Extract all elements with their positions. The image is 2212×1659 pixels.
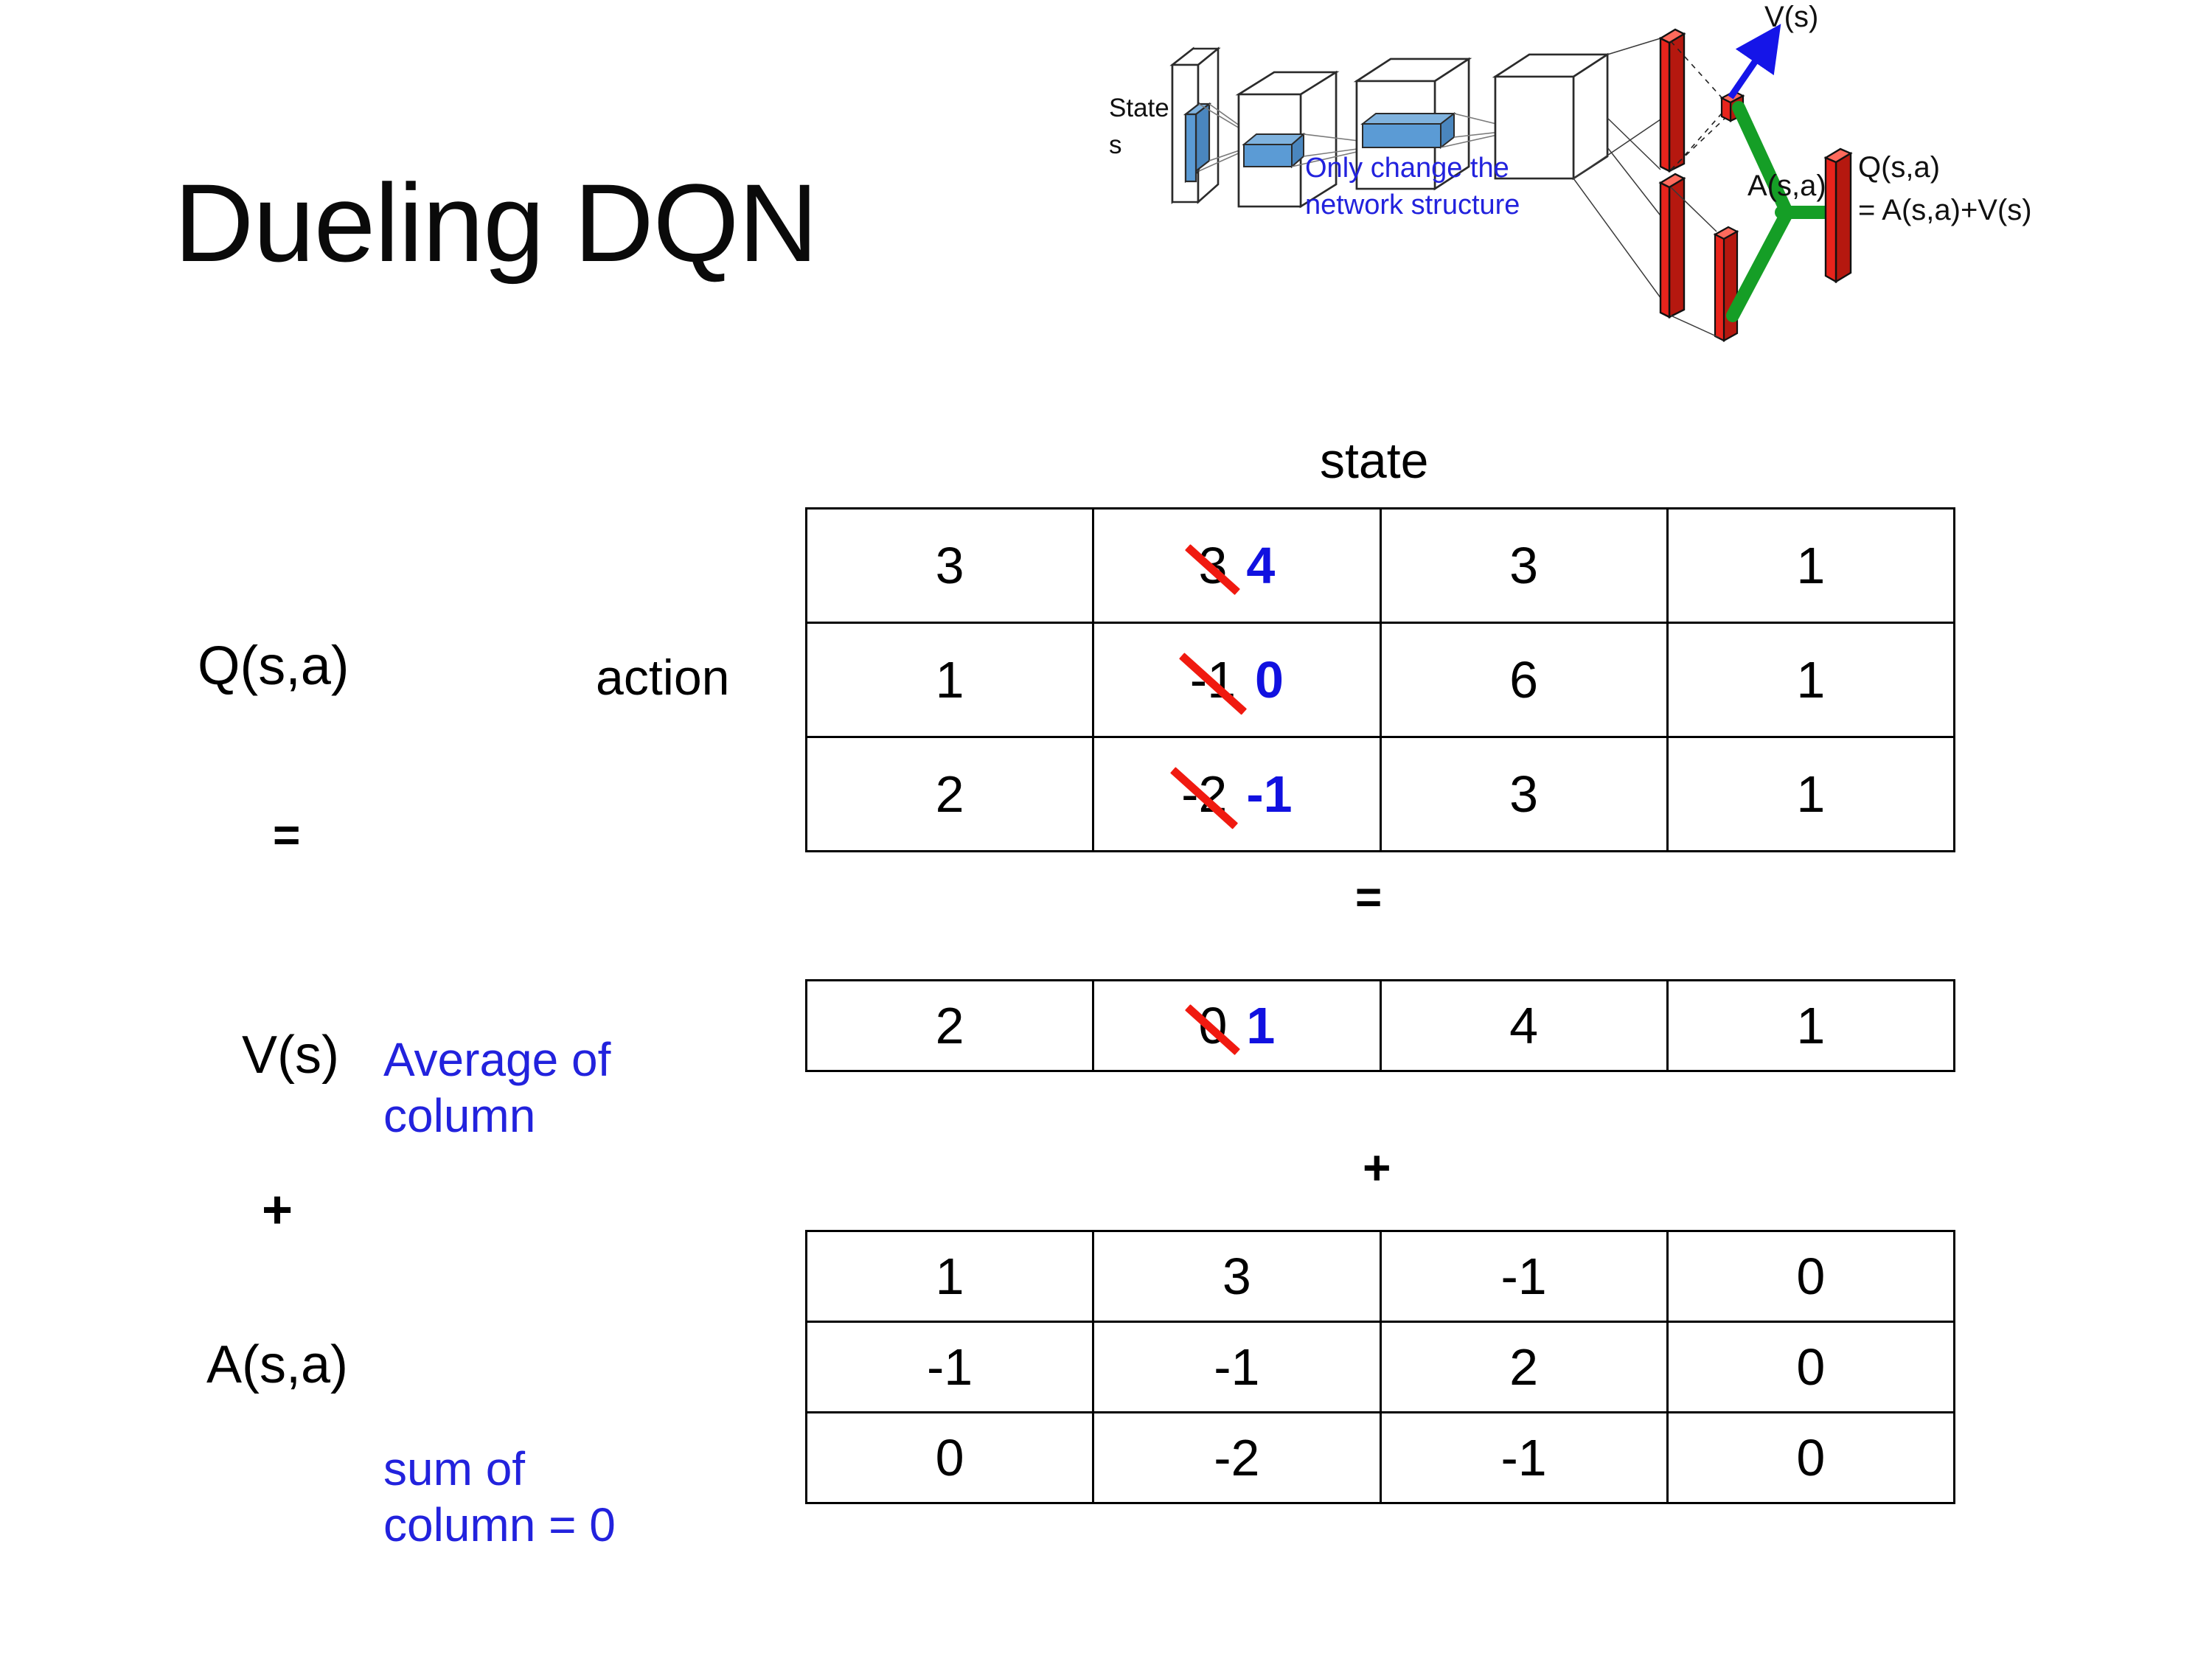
fanout-lines-icon — [1573, 38, 1666, 305]
updated-value: 1 — [1246, 997, 1276, 1054]
state-axis-label: state — [1320, 433, 1429, 489]
cell-a-r1-c0: -1 — [804, 1321, 1095, 1413]
diagram-state-sub: s — [1109, 131, 1122, 159]
value-stream-bar-icon — [1658, 28, 1686, 173]
diagram-annotation-line1: Only change the — [1305, 153, 1509, 184]
advantage-stream-bar-icon — [1658, 173, 1686, 319]
cell-a-r0-c3: 0 — [1666, 1230, 1956, 1323]
cell-q-r0-c2: 3 — [1379, 507, 1669, 624]
updated-value: -1 — [1246, 765, 1293, 823]
plus-sign-lower: + — [262, 1180, 293, 1239]
diagram-q-output-line2: = A(s,a)+V(s) — [1858, 194, 2032, 226]
cell-q-r2-c2: 3 — [1379, 736, 1669, 852]
struck-out-value: 3 — [1198, 537, 1228, 594]
average-note-line2: column — [383, 1088, 536, 1142]
dueling-network-diagram: State s Only change the network structur… — [1091, 0, 2212, 413]
cell-q-r2-c3: 1 — [1666, 736, 1956, 852]
cell-a-r2-c0: 0 — [804, 1411, 1095, 1504]
cell-v-r0-c2: 4 — [1379, 979, 1669, 1072]
equals-sign-between-tables: = — [1355, 872, 1385, 923]
plus-sign-between-tables: + — [1363, 1140, 1391, 1194]
page-title: Dueling DQN — [174, 161, 818, 285]
cell-a-r2-c1: -2 — [1092, 1411, 1382, 1504]
cell-a-r0-c1: 3 — [1092, 1230, 1382, 1323]
cell-q-r1-c3: 1 — [1666, 622, 1956, 738]
struck-out-value: -1 — [1189, 651, 1237, 709]
sum-note-line2: column = 0 — [383, 1498, 616, 1551]
diagram-state-label: State — [1109, 94, 1169, 122]
receptive-field-icon — [1183, 102, 1212, 184]
cell-q-r1-c1: -1 0 — [1092, 622, 1382, 738]
cell-q-r0-c3: 1 — [1666, 507, 1956, 624]
diagram-v-output-label: V(s) — [1764, 1, 1818, 33]
cell-q-r0-c0: 3 — [804, 507, 1095, 624]
q-output-bar-icon — [1823, 147, 1853, 284]
average-of-column-note: Average of column — [383, 1032, 611, 1144]
diagram-q-output-line1: Q(s,a) — [1858, 151, 1940, 184]
advantage-link-lines-icon — [1670, 187, 1720, 338]
diagram-a-output-label: A(s,a) — [1747, 170, 1826, 202]
cell-a-r1-c1: -1 — [1092, 1321, 1382, 1413]
cell-q-r2-c1: -2 -1 — [1092, 736, 1382, 852]
value-arrow-icon — [1728, 24, 1781, 100]
struck-out-value: 0 — [1198, 997, 1228, 1054]
cell-a-r2-c2: -1 — [1379, 1411, 1669, 1504]
sum-note-line1: sum of — [383, 1442, 526, 1495]
updated-value: 4 — [1246, 537, 1276, 594]
average-note-line1: Average of — [383, 1033, 611, 1086]
cell-v-r0-c3: 1 — [1666, 979, 1956, 1072]
value-collapse-lines-icon — [1670, 41, 1728, 172]
conv-block-3-icon — [1492, 52, 1611, 181]
cell-v-r0-c0: 2 — [804, 979, 1095, 1072]
updated-value: 0 — [1255, 651, 1284, 709]
action-axis-label: action — [596, 650, 730, 706]
aggregation-green-merge-icon — [1726, 101, 1835, 322]
cell-a-r2-c3: 0 — [1666, 1411, 1956, 1504]
cell-a-r1-c3: 0 — [1666, 1321, 1956, 1413]
cell-a-r0-c2: -1 — [1379, 1230, 1669, 1323]
cell-a-r1-c2: 2 — [1379, 1321, 1669, 1413]
struck-out-value: -2 — [1181, 765, 1228, 823]
cell-a-r0-c0: 1 — [804, 1230, 1095, 1323]
sum-of-column-note: sum of column = 0 — [383, 1441, 616, 1553]
diagram-annotation-line2: network structure — [1305, 189, 1520, 220]
feature-slab-2-icon — [1360, 111, 1456, 150]
cell-q-r2-c0: 2 — [804, 736, 1095, 852]
cell-q-r1-c2: 6 — [1379, 622, 1669, 738]
v-function-label: V(s) — [242, 1026, 339, 1085]
equals-sign-upper: = — [273, 808, 304, 861]
q-function-label: Q(s,a) — [198, 635, 349, 696]
advantage-node-icon — [1713, 226, 1739, 342]
a-function-label: A(s,a) — [206, 1335, 349, 1394]
feature-slab-1-icon — [1242, 132, 1306, 169]
cell-q-r1-c0: 1 — [804, 622, 1095, 738]
